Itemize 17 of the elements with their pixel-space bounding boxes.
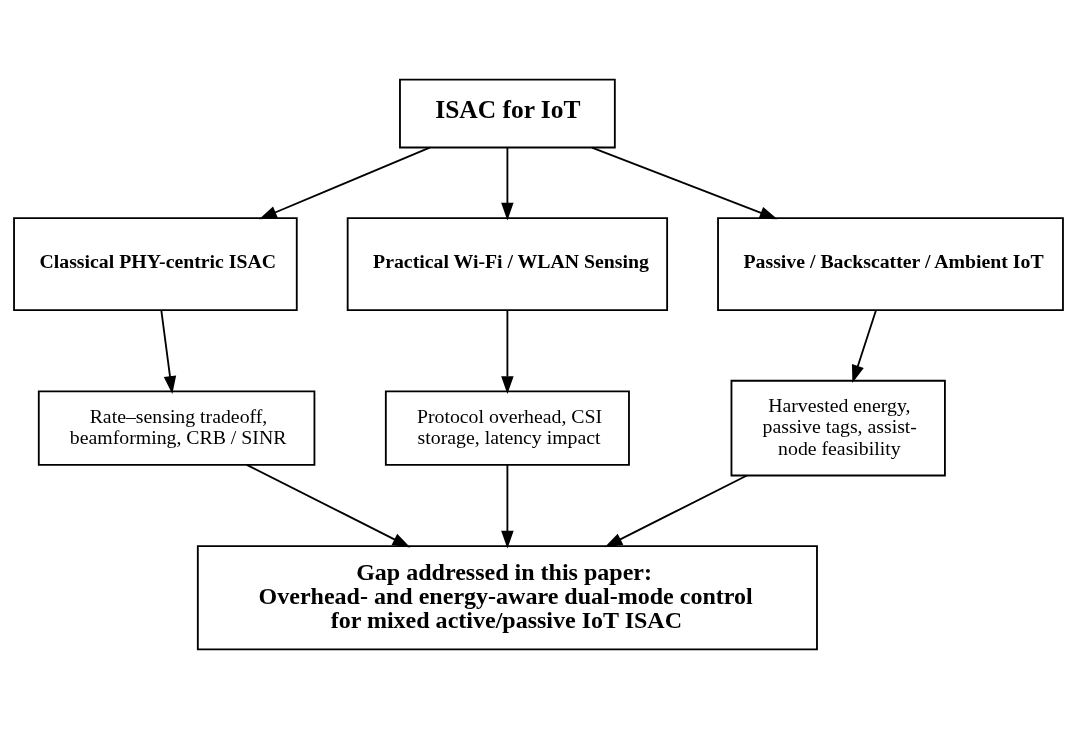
node-box: Classical PHY-centric ISAC — [13, 217, 298, 311]
arrow — [259, 146, 431, 220]
node-box: Harvested energy, passive tags, assist-node feasibility — [730, 379, 946, 477]
node-box: Rate–sensing tradeoff, beamforming, CRB / SINR — [37, 390, 316, 466]
node-box: Protocol overhead, CSI storage, latency impact — [384, 390, 630, 466]
arrow — [604, 474, 748, 548]
arrow — [851, 309, 877, 383]
arrow — [160, 309, 177, 394]
arrow — [591, 146, 778, 220]
arrow — [245, 463, 411, 548]
arrow — [501, 309, 514, 394]
node-box: ISAC for IoT — [399, 78, 616, 149]
node-box: Gap addressed in this paper: Overhead- and energy-aware dual-mode control for mixed active/passive IoT ISAC — [196, 545, 818, 651]
node-box: Practical Wi-Fi / WLAN Sensing — [346, 217, 669, 311]
node-box: Passive / Backscatter / Ambient IoT — [717, 217, 1064, 311]
arrow — [501, 463, 514, 549]
arrow — [501, 146, 514, 221]
